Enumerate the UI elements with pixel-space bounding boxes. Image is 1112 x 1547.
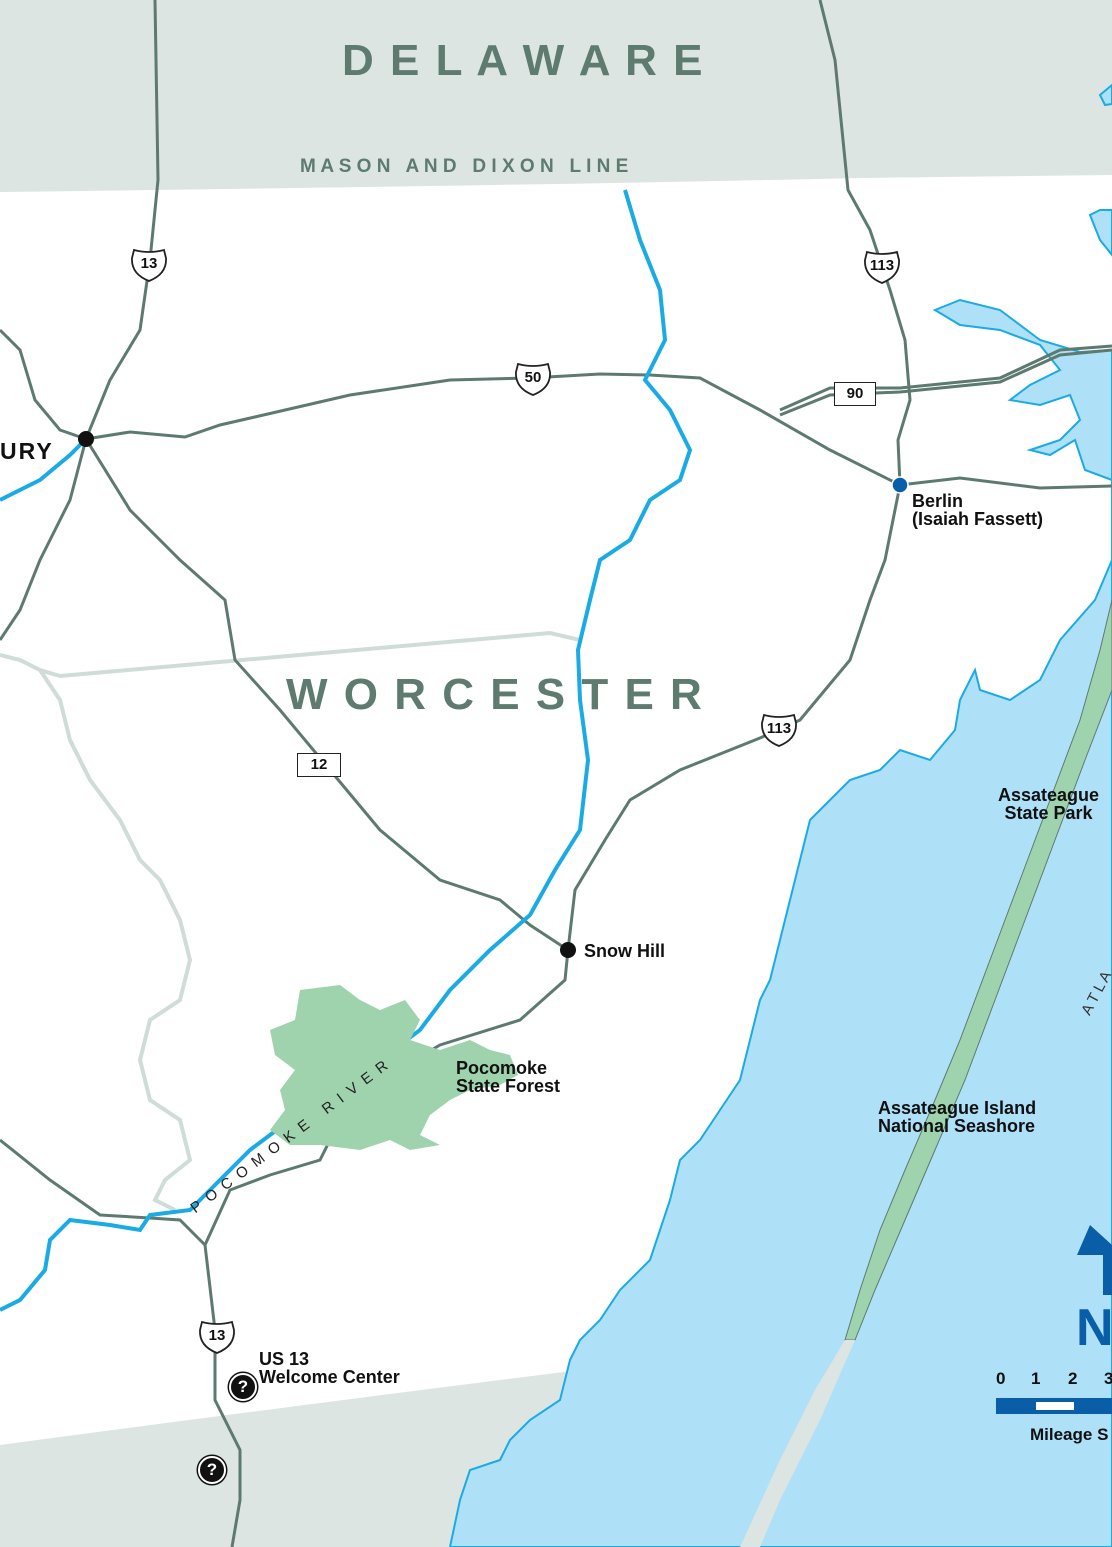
delaware-label: D E L A W A R E (342, 36, 705, 85)
scale-label: Mileage S (1030, 1425, 1109, 1444)
scale-bar-white-segment (1036, 1402, 1074, 1410)
snow-hill-dot (560, 942, 576, 958)
river-pocomoke (0, 189, 693, 1312)
road-us113-south (566, 484, 902, 951)
road-us13-west (0, 328, 87, 441)
delaware-land (0, 0, 1112, 192)
welcome-center-label: US 13 Welcome Center (259, 1350, 400, 1387)
assateague-south (740, 1340, 855, 1547)
salisbury-dot (78, 431, 94, 447)
virginia-land (0, 1370, 580, 1547)
north-arrow-icon (1077, 1225, 1112, 1295)
us13-north-number: 13 (140, 255, 158, 272)
scale-tick-3: 3 (1104, 1369, 1112, 1388)
road-us113-north (818, 0, 912, 486)
road-us13-north (84, 0, 160, 440)
road-md90-b (779, 344, 1112, 412)
assateague-ins-label: Assateague Island National Seashore (878, 1099, 1036, 1136)
welcome-center-line2: Welcome Center (259, 1367, 400, 1388)
county-line-north (0, 630, 581, 679)
us13-south-number: 13 (208, 1327, 226, 1344)
scale-tick-0: 0 (996, 1369, 1006, 1388)
berlin-label-line1: Berlin (912, 491, 964, 511)
md12-route-box: 12 (297, 753, 341, 777)
assateague-ins-line2: National Seashore (878, 1116, 1036, 1137)
pocomoke-sf-line1: Pocomoke (456, 1058, 548, 1078)
water-inlet-north (1098, 83, 1112, 107)
us13-shield-south: 13 (198, 1320, 236, 1354)
pocomoke-sf-label: Pocomoke State Forest (456, 1059, 560, 1096)
pocomoke-state-forest (270, 985, 518, 1150)
scale-tick-1: 1 (1031, 1369, 1041, 1388)
us50-number: 50 (524, 369, 542, 386)
road-md90 (779, 348, 1112, 417)
water-inlet-2 (1088, 209, 1112, 257)
welcome-center-icon: ? (229, 1373, 257, 1401)
river-wicomico (0, 437, 88, 502)
road-snowhill-south (203, 949, 570, 1547)
compass-north-letter: N (1076, 1299, 1112, 1357)
road-us13-south (0, 438, 88, 641)
us113-north-number: 113 (869, 257, 895, 274)
pocomoke-sf-line2: State Forest (456, 1076, 561, 1097)
road-md12 (84, 438, 569, 952)
us13-shield-north: 13 (130, 248, 168, 282)
county-line-west (38, 668, 193, 1212)
road-us50 (85, 372, 1112, 490)
berlin-label-line2: (Isaiah Fassett) (912, 509, 1044, 530)
mason-dixon-label: M A S O N A N D D I X O N L I N E (300, 156, 629, 177)
us113-shield-north: 113 (863, 250, 901, 284)
md90-route-box: 90 (834, 382, 876, 406)
assateague-sp-line1: Assateague (998, 785, 1100, 805)
berlin-label: Berlin (Isaiah Fassett) (912, 492, 1043, 529)
us50-shield: 50 (514, 362, 552, 396)
scale-tick-2: 2 (1068, 1369, 1078, 1388)
worcester-label: W O R C E S T E R (286, 670, 704, 719)
assateague-sp-label: Assateague State Park (998, 786, 1099, 823)
assateague-sp-line2: State Park (1004, 803, 1093, 824)
us113-south-number: 113 (766, 720, 792, 737)
berlin-dot (891, 476, 909, 494)
welcome-center-line1: US 13 (259, 1349, 310, 1369)
assateague-ins-line1: Assateague Island (878, 1098, 1037, 1118)
road-southwest (0, 1138, 207, 1247)
water-bay-ocean (448, 298, 1112, 1547)
snow-hill-label: Snow Hill (584, 941, 665, 961)
salisbury-label-partial: URY (0, 438, 54, 464)
us113-shield-south: 113 (760, 713, 798, 747)
welcome-center-icon-south: ? (198, 1456, 226, 1484)
